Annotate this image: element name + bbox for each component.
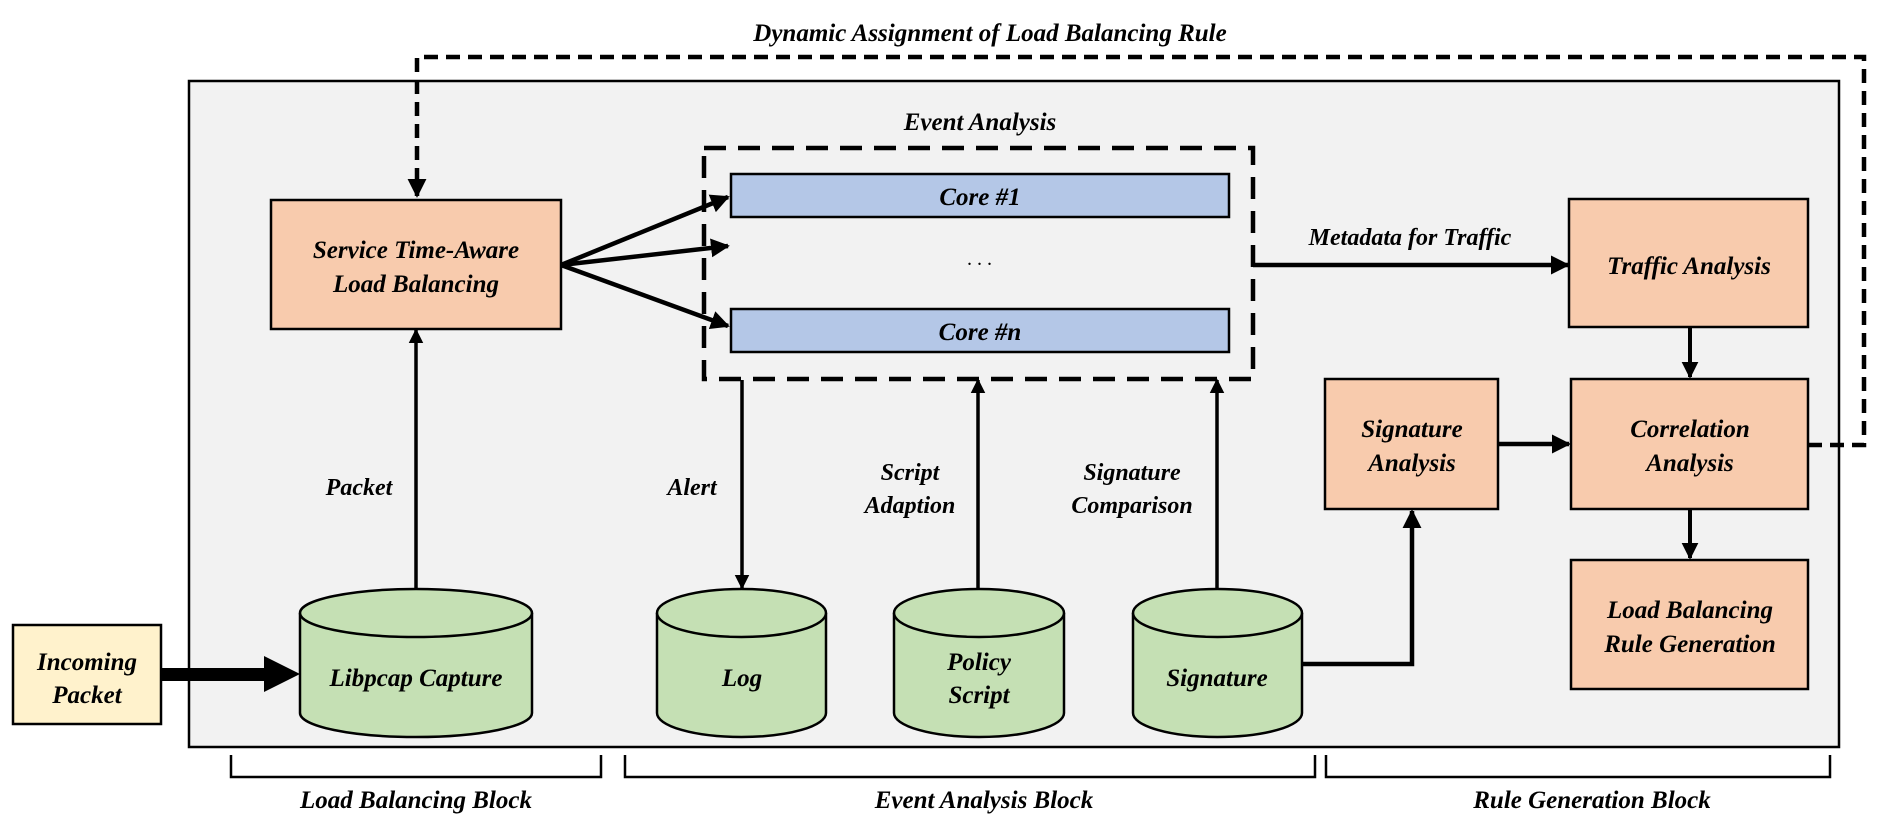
alert-label: Alert [665, 475, 718, 501]
load-balancer-line-1: Service Time-Aware [313, 237, 519, 264]
signature-analysis-label-1: Signature [1361, 416, 1462, 443]
script-adaption-label-2: Adaption [863, 493, 956, 519]
event-analysis-label: Event Analysis [903, 109, 1057, 136]
rule-generation-label-2: Rule Generation [1603, 631, 1776, 658]
core-1-label: Core #1 [939, 184, 1020, 211]
core-1: Core #1 [729, 172, 1231, 219]
policy-script-label-1: Policy [946, 649, 1012, 676]
incoming-packet-line-1: Incoming [36, 649, 137, 676]
correlation-analysis-node: Correlation Analysis [1569, 377, 1810, 511]
core-n: Core #n [729, 307, 1231, 354]
event-analysis-bracket [623, 755, 1317, 779]
correlation-analysis-label-1: Correlation [1630, 416, 1749, 443]
rule-generation-block-label: Rule Generation Block [1472, 787, 1711, 814]
core-n-label: Core #n [939, 319, 1022, 346]
metadata-label: Metadata for Traffic [1308, 225, 1512, 251]
traffic-analysis-label: Traffic Analysis [1607, 253, 1771, 280]
incoming-arrow [161, 656, 300, 692]
dispatch-arrow-core-1 [560, 194, 730, 268]
event-analysis-block-label: Event Analysis Block [874, 787, 1094, 814]
script-adaption-label-1: Script [881, 460, 941, 486]
signature-label: Signature [1166, 665, 1267, 692]
signature-analysis-node: Signature Analysis [1323, 377, 1500, 511]
libpcap-label: Libpcap Capture [329, 665, 503, 692]
log-label: Log [721, 665, 762, 692]
cores-ellipsis: . . . [968, 248, 993, 270]
load-balancing-block-label: Load Balancing Block [299, 787, 532, 814]
policy-script-label-2: Script [948, 682, 1010, 709]
signature-comparison-label-2: Comparison [1071, 493, 1192, 519]
feedback-title: Dynamic Assignment of Load Balancing Rul… [752, 20, 1226, 47]
signature-to-analysis-arrow [1302, 509, 1422, 667]
log-storage: Log [655, 587, 828, 739]
libpcap-storage: Libpcap Capture [298, 587, 534, 739]
load-balancer-node: Service Time-Aware Load Balancing [269, 198, 563, 331]
policy-script-storage: Policy Script [892, 587, 1066, 739]
signature-analysis-label-2: Analysis [1366, 450, 1456, 477]
traffic-analysis-node: Traffic Analysis [1567, 197, 1810, 329]
load-balancer-line-2: Load Balancing [332, 271, 499, 298]
dispatch-arrow-core-mid [560, 238, 730, 268]
rule-generation-bracket [1324, 755, 1832, 779]
rule-generation-node: Load Balancing Rule Generation [1569, 558, 1810, 691]
feedback-dashed-arrow [407, 54, 1867, 448]
incoming-packet-node: Incoming Packet [11, 623, 163, 726]
signature-comparison-label-1: Signature [1083, 460, 1181, 486]
packet-label: Packet [325, 475, 394, 501]
rule-generation-label-1: Load Balancing [1606, 597, 1773, 624]
load-balancing-bracket [229, 755, 603, 779]
signature-storage: Signature [1131, 587, 1304, 739]
dispatch-arrow-core-n [560, 262, 730, 330]
incoming-packet-line-2: Packet [51, 682, 122, 709]
correlation-analysis-label-2: Analysis [1644, 450, 1734, 477]
